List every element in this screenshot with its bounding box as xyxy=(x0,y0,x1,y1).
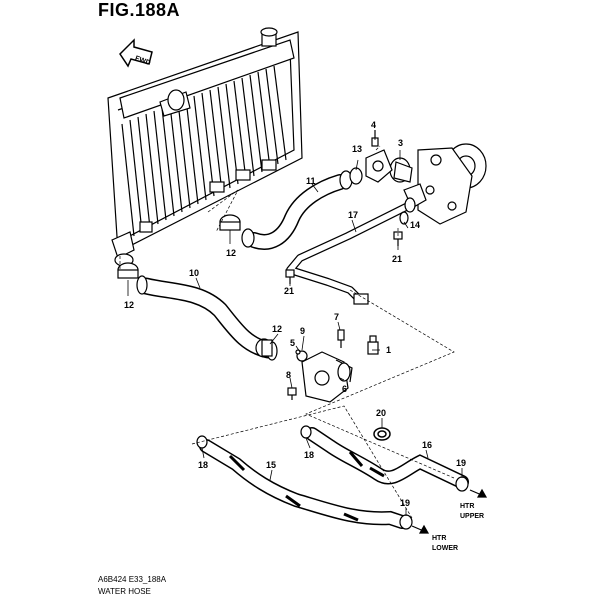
callout-8: 8 xyxy=(286,370,291,380)
clamp-12-left xyxy=(117,262,139,279)
callout-12-upper: 12 xyxy=(226,248,236,258)
clamp-20 xyxy=(373,427,391,441)
hose-11 xyxy=(241,170,353,250)
callout-11: 11 xyxy=(306,176,316,186)
callout-16: 16 xyxy=(422,440,432,450)
callout-14: 14 xyxy=(410,220,420,230)
callout-17: 17 xyxy=(348,210,358,220)
callout-19-upper: 19 xyxy=(456,458,466,468)
clamp-12-upper xyxy=(219,214,241,231)
figure-title: FIG.188A xyxy=(98,0,181,20)
callout-6: 6 xyxy=(342,384,347,394)
fwd-arrow-icon: FWD xyxy=(119,38,153,68)
cover-13 xyxy=(365,149,393,183)
arrow-htr-lower-icon xyxy=(411,524,430,534)
callout-10: 10 xyxy=(189,268,199,278)
clip-18-left xyxy=(196,435,208,449)
htr-lower-line2: LOWER xyxy=(432,545,458,552)
diagram-code: A6B424 E33_188A xyxy=(98,575,167,584)
outlet-housing-6 xyxy=(301,351,353,403)
htr-labels: HTR UPPER HTR LOWER xyxy=(432,503,484,552)
radiator xyxy=(107,27,303,267)
callout-15: 15 xyxy=(266,460,276,470)
callout-12-right: 12 xyxy=(272,324,282,334)
htr-lower-line1: HTR xyxy=(432,535,446,542)
oring-14 xyxy=(399,211,409,225)
callout-18-right: 18 xyxy=(304,450,314,460)
hose-15 xyxy=(199,439,409,529)
callout-20: 20 xyxy=(376,408,386,418)
callout-12-left: 12 xyxy=(124,300,134,310)
clip-18-right xyxy=(300,425,312,439)
hose-16 xyxy=(305,427,469,489)
bolt-8 xyxy=(287,387,297,400)
callout-5: 5 xyxy=(290,338,295,348)
clamp-13 xyxy=(349,167,363,185)
htr-upper-line2: UPPER xyxy=(460,513,484,520)
callout-21-upper: 21 xyxy=(392,254,402,264)
callout-4: 4 xyxy=(371,120,376,130)
arrow-htr-upper-icon xyxy=(469,488,488,498)
clamp-19-lower xyxy=(399,514,413,530)
thermostat-3 xyxy=(389,157,413,183)
leader-lines xyxy=(127,130,463,516)
callout-1: 1 xyxy=(386,345,391,355)
callout-13: 13 xyxy=(352,144,362,154)
dashed-guides xyxy=(119,145,455,519)
callout-21-lower: 21 xyxy=(284,286,294,296)
callout-19-lower: 19 xyxy=(400,498,410,508)
clamp-19-upper xyxy=(455,476,469,492)
htr-upper-line1: HTR xyxy=(460,503,474,510)
water-pump xyxy=(403,143,487,225)
diagram-caption: WATER HOSE xyxy=(98,587,151,596)
bolt-7 xyxy=(337,329,345,348)
callout-18-left: 18 xyxy=(198,460,208,470)
clamp-12-right xyxy=(255,338,273,358)
callouts: 1 3 4 5 6 7 8 9 10 11 12 12 12 13 14 15 … xyxy=(124,120,466,508)
sensor-1 xyxy=(367,335,379,355)
callout-3: 3 xyxy=(398,138,403,148)
callout-9: 9 xyxy=(300,326,305,336)
callout-7: 7 xyxy=(334,312,339,322)
